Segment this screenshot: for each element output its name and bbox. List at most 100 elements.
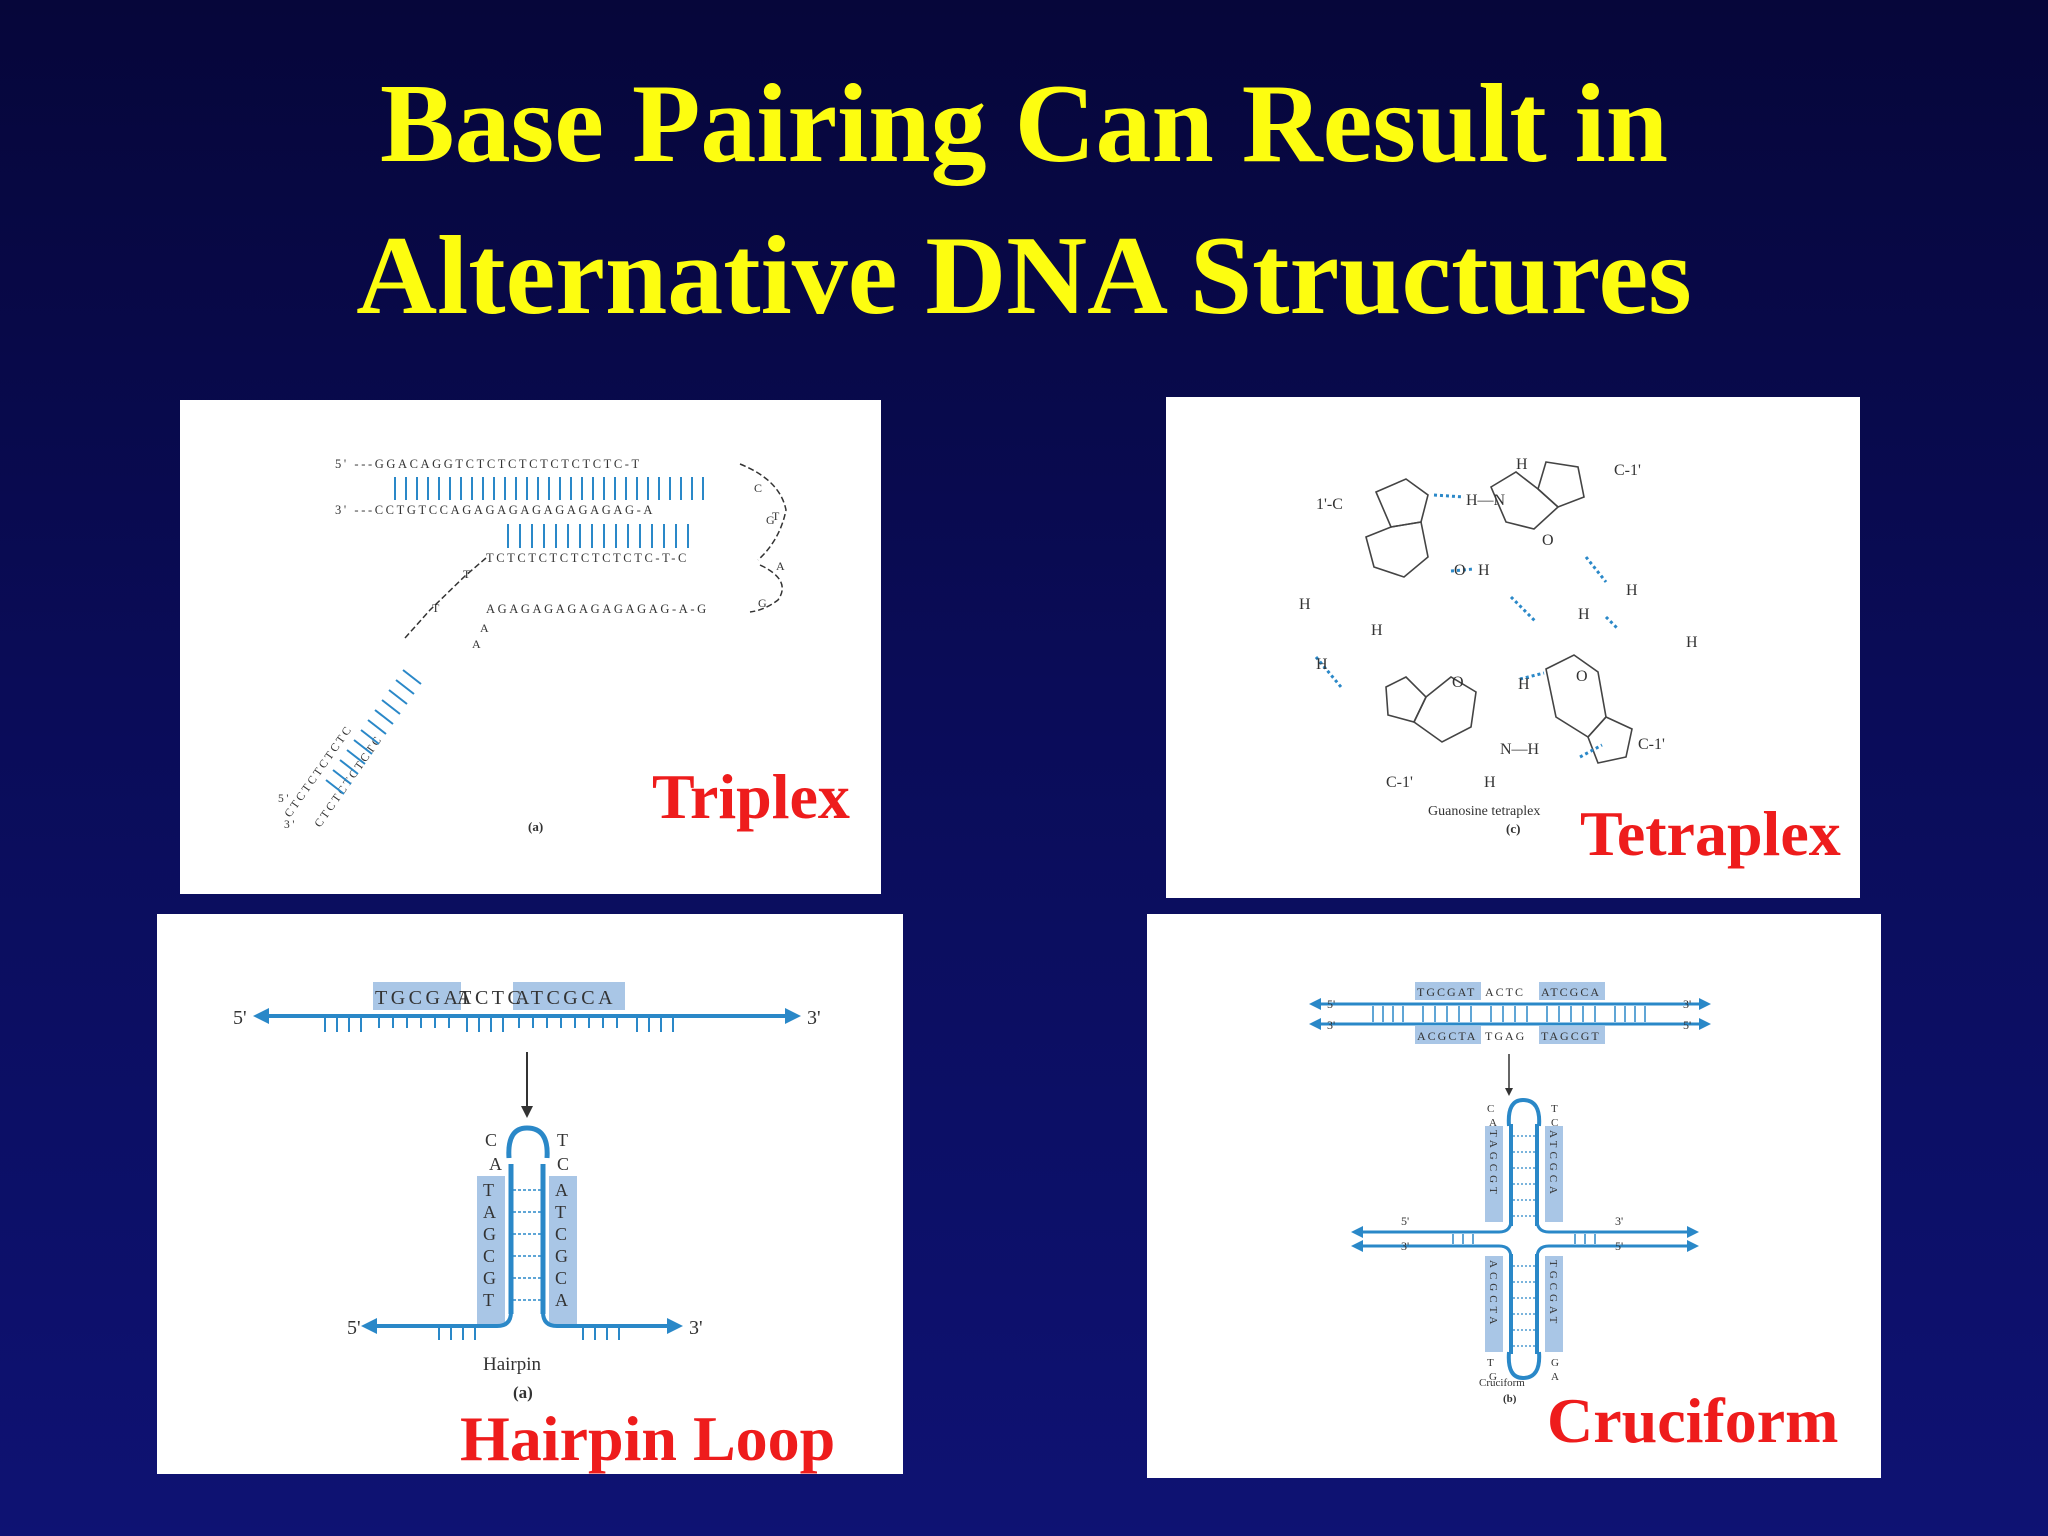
cruciform-arrow-4 <box>1699 1018 1711 1030</box>
hairpin-bottom-left-strand <box>371 1311 513 1328</box>
cruciform-mid-arrow-1 <box>1351 1226 1363 1238</box>
triplex-loop-letter-4: A <box>776 559 785 573</box>
hairpin-down-arrowhead <box>521 1106 533 1118</box>
cruciform-mid-arrow-3 <box>1687 1226 1699 1238</box>
tetraplex-caption-name: Guanosine tetraplex <box>1428 804 1540 819</box>
cruciform-top-right-end-5: 5' <box>1683 1018 1691 1032</box>
hairpin-top-end-3: 3' <box>807 1007 821 1029</box>
hairpin-top-ticks <box>324 1016 674 1032</box>
hairpin-bottom-end-5: 5' <box>347 1317 361 1339</box>
tetraplex-h-2: H <box>1478 562 1490 579</box>
hairpin-stem-box-left <box>477 1176 505 1324</box>
cruciform-top-right-end-3: 3' <box>1683 997 1691 1011</box>
hairpin-stem-right-4: G <box>555 1246 568 1266</box>
hairpin-stem-left-6: T <box>483 1290 494 1310</box>
cruciform-label: Cruciform <box>1547 1385 1839 1456</box>
tetraplex-h-1: H <box>1516 456 1528 473</box>
cruciform-top-end-5: 5' <box>1327 997 1335 1011</box>
cruciform-upper-loop-right-1: T <box>1551 1103 1558 1115</box>
cruciform-lower-loop-left-2: G <box>1489 1371 1497 1383</box>
cruciform-top-box-right <box>1539 982 1605 1000</box>
cruciform-upper-loop-left-1: C <box>1487 1103 1494 1115</box>
cruciform-upper-box-left <box>1485 1126 1503 1222</box>
cruciform-lower-box-right <box>1545 1256 1563 1352</box>
tetraplex-h-6: H <box>1578 606 1590 623</box>
triplex-loop-letter-2: G <box>766 513 775 527</box>
triplex-tail-letter-3: A <box>480 621 489 635</box>
cruciform-caption: (b) <box>1503 1393 1517 1405</box>
tetraplex-diagram: C-1' 1'-C C-1' C-1' H H—N O H H H H H H … <box>1299 456 1698 836</box>
tetraplex-c1-topright: C-1' <box>1614 462 1641 479</box>
hairpin-loop-right-1: T <box>557 1130 568 1150</box>
hairpin-diagram: TGCGAT ACTC ATCGCA 5' 3' <box>233 982 821 1402</box>
tetraplex-nh-top: H—N <box>1466 492 1506 509</box>
triplex-end-2: 3' <box>284 819 297 831</box>
cruciform-lower-loop-right-1: G <box>1551 1357 1559 1369</box>
triplex-pairs-upper <box>394 477 704 500</box>
triplex-loop-letter-1: C <box>754 481 762 495</box>
triplex-diagram: 5' ---GGACAGGTCTCTCTCTCTCTCTC-T 3' ---CC… <box>278 457 787 834</box>
tetraplex-o-2: O <box>1452 674 1464 691</box>
tetraplex-h-7: H <box>1626 582 1638 599</box>
hairpin-label: Hairpin Loop <box>460 1403 836 1474</box>
hairpin-loop-left-2: A <box>489 1154 502 1174</box>
tetraplex-panel: C-1' 1'-C C-1' C-1' H H—N O H H H H H H … <box>1166 397 1860 898</box>
cruciform-mid-arrow-2 <box>1351 1240 1363 1252</box>
hairpin-bottom-arrow-left <box>361 1318 377 1334</box>
triplex-end-1: 5' <box>278 793 291 805</box>
triplex-tail-dashed <box>404 557 487 639</box>
cruciform-lower-box-left <box>1485 1256 1503 1352</box>
tetraplex-h-9: H <box>1518 676 1530 693</box>
cruciform-top-seq-mid: ACTC <box>1485 985 1525 999</box>
cruciform-upper-pairs <box>1513 1135 1535 1217</box>
hairpin-seq-left: TGCGAT <box>375 987 475 1009</box>
hairpin-stem-box-right <box>549 1176 577 1324</box>
tetraplex-o-1: O <box>1454 562 1466 579</box>
cruciform-mid-end-5-right: 5' <box>1615 1239 1623 1253</box>
cruciform-bottom-box-left <box>1415 1026 1481 1044</box>
cruciform-down-arrowhead <box>1505 1088 1513 1096</box>
hairpin-stem-right-3: C <box>555 1224 567 1244</box>
cruciform-top-ticks <box>1372 1006 1646 1022</box>
cruciform-upper-loop-right-2: C <box>1551 1117 1558 1129</box>
tetraplex-o-3: O <box>1576 668 1588 685</box>
cruciform-panel: TGCGAT ACTC ATCGCA ACGCTA TGAG TAGCGT <box>1147 914 1881 1478</box>
hairpin-stem-left-1: T <box>483 1180 494 1200</box>
triplex-top-strand: 5' ---GGACAGGTCTCTCTCTCTCTCTC-T <box>335 457 642 471</box>
slide-title: Base Pairing Can Result in Alternative D… <box>0 48 2048 352</box>
cruciform-lower-loop-left-1: T <box>1487 1357 1494 1369</box>
cruciform-lower-pairs <box>1513 1265 1535 1347</box>
cruciform-mid-end-3-right: 3' <box>1615 1214 1623 1228</box>
cruciform-bottom-seq-right: TAGCGT <box>1541 1029 1601 1043</box>
tetraplex-label: Tetraplex <box>1580 798 1841 869</box>
triplex-loop-letter-5: G <box>758 596 767 610</box>
hairpin-stem-pairs <box>513 1189 541 1301</box>
hairpin-top-arrow-left <box>253 1008 269 1024</box>
tetraplex-h-4: H <box>1316 656 1328 673</box>
cruciform-bottom-box-right <box>1539 1026 1605 1044</box>
triplex-panel: 5' ---GGACAGGTCTCTCTCTCTCTCTC-T 3' ---CC… <box>180 400 881 894</box>
tetraplex-hbonds <box>1314 493 1620 759</box>
hairpin-top-arrow-right <box>785 1008 801 1024</box>
cruciform-lower-loop-right-2: A <box>1551 1371 1559 1383</box>
hairpin-stem-right-1: A <box>555 1180 568 1200</box>
cruciform-upper-loop <box>1506 1097 1542 1127</box>
cruciform-mid-end-3-left: 3' <box>1401 1239 1409 1253</box>
cruciform-arrow-2 <box>1699 998 1711 1010</box>
tetraplex-h-10: H <box>1484 774 1496 791</box>
triplex-tail-letter-2: T <box>432 601 440 615</box>
cruciform-mid-end-5-left: 5' <box>1401 1214 1409 1228</box>
cruciform-arrow-1 <box>1309 998 1321 1010</box>
triplex-caption: (a) <box>528 819 543 834</box>
tetraplex-c1-topleft: 1'-C <box>1316 496 1343 513</box>
triplex-third-strand: TCTCTCTCTCTCTCTC-T-C <box>486 551 689 565</box>
cruciform-top-end-3: 3' <box>1327 1018 1335 1032</box>
hairpin-seq-mid: ACTC <box>457 987 524 1009</box>
hairpin-stem-left-5: G <box>483 1268 496 1288</box>
cruciform-upper-box-right <box>1545 1126 1563 1222</box>
hairpin-caption-name: Hairpin <box>483 1354 542 1375</box>
triplex-purine-strand: AGAGAGAGAGAGAGAG-A-G <box>486 602 709 616</box>
tetraplex-c1-bottomleft: C-1' <box>1386 774 1413 791</box>
cruciform-top-seq-left: TGCGAT <box>1417 985 1476 999</box>
hairpin-loop-right-2: C <box>557 1154 569 1174</box>
